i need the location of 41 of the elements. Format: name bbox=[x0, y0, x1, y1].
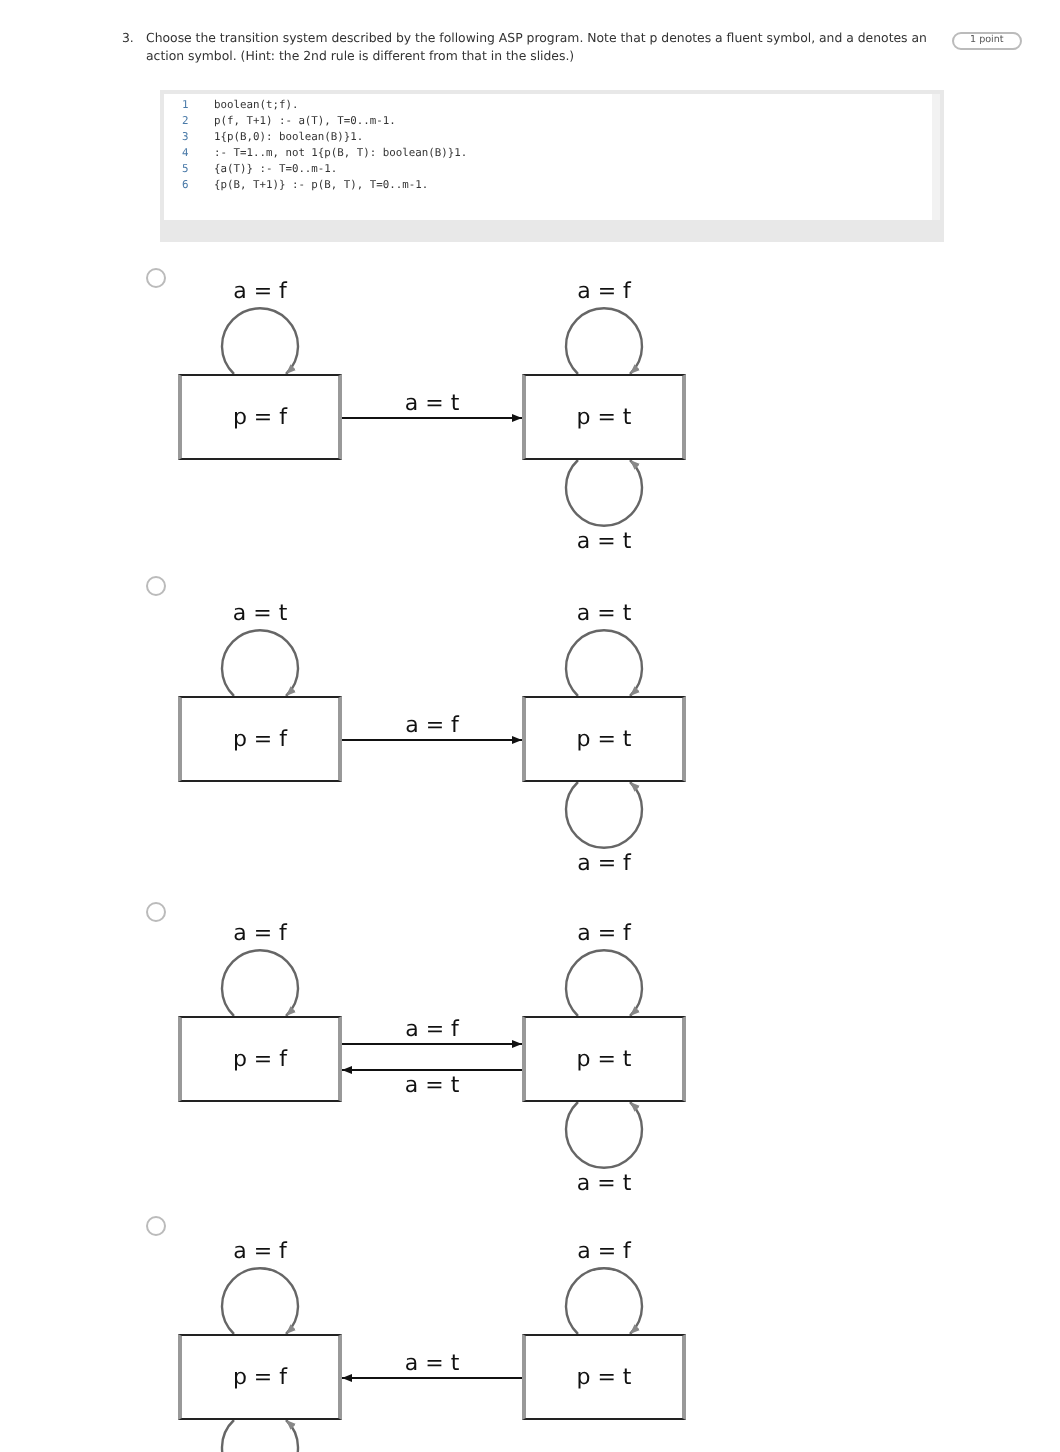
edge-label: a = t bbox=[400, 1352, 464, 1376]
edge-label: a = f bbox=[573, 280, 635, 304]
edge-label: a = f bbox=[573, 1240, 635, 1264]
self-loop-arrow bbox=[564, 1267, 644, 1335]
state-box: p = t bbox=[522, 696, 686, 782]
edge-label: a = t bbox=[572, 602, 636, 626]
self-loop-arrow bbox=[564, 307, 644, 375]
edge-label: a = f bbox=[401, 714, 463, 738]
self-loop-arrow bbox=[564, 781, 644, 849]
edge-label: a = f bbox=[229, 922, 291, 946]
edge-label: a = t bbox=[400, 392, 464, 416]
self-loop-arrow bbox=[564, 1101, 644, 1169]
self-loop-arrow bbox=[220, 307, 300, 375]
arrow bbox=[341, 736, 523, 744]
arrow bbox=[341, 414, 523, 422]
edge-label: a = t bbox=[400, 1074, 464, 1098]
state-box: p = t bbox=[522, 374, 686, 460]
state-box: p = f bbox=[178, 1016, 342, 1102]
edge-label: a = t bbox=[572, 1172, 636, 1196]
edge-label: a = f bbox=[401, 1018, 463, 1042]
edge-label: a = t bbox=[572, 530, 636, 554]
self-loop-arrow bbox=[564, 629, 644, 697]
edge-label: a = t bbox=[228, 602, 292, 626]
self-loop-arrow bbox=[220, 1419, 300, 1452]
self-loop-arrow bbox=[220, 1267, 300, 1335]
self-loop-arrow bbox=[220, 629, 300, 697]
edge-label: a = f bbox=[573, 922, 635, 946]
state-box: p = t bbox=[522, 1334, 686, 1420]
arrow bbox=[341, 1374, 523, 1382]
self-loop-arrow bbox=[220, 949, 300, 1017]
edge-label: a = f bbox=[573, 852, 635, 876]
edge-label: a = f bbox=[229, 280, 291, 304]
self-loop-arrow bbox=[564, 949, 644, 1017]
state-box: p = f bbox=[178, 1334, 342, 1420]
arrow bbox=[341, 1040, 523, 1048]
edge-label: a = f bbox=[229, 1240, 291, 1264]
state-box: p = f bbox=[178, 696, 342, 782]
arrow bbox=[341, 1066, 523, 1074]
state-box: p = f bbox=[178, 374, 342, 460]
self-loop-arrow bbox=[564, 459, 644, 527]
state-box: p = t bbox=[522, 1016, 686, 1102]
